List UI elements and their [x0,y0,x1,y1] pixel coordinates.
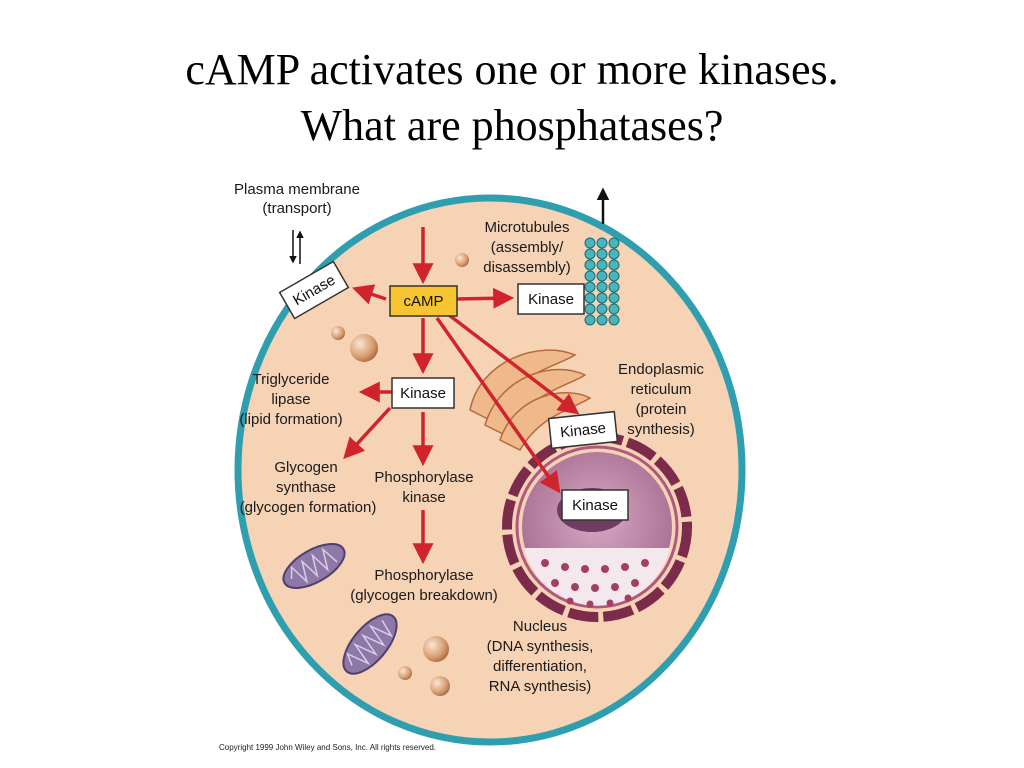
triglyceride-line-3: (lipid formation) [239,411,342,428]
kinase-box-nucleus: Kinase [561,489,629,521]
label-glycogen-synthase: Glycogen synthase (glycogen formation) [240,459,377,516]
triglyceride-line-1: Triglyceride [253,371,330,388]
slide-title: cAMP activates one or more kinases. What… [0,42,1024,154]
nucleus-line-4: RNA synthesis) [489,678,592,695]
kinase-box-center: Kinase [391,377,455,409]
er-line-1: Endoplasmic [618,361,704,378]
plasma-membrane-line-1: Plasma membrane [234,181,360,198]
title-line-2: What are phosphatases? [300,101,724,150]
glycogen-synthase-line-3: (glycogen formation) [240,499,377,516]
nucleus-organelle [502,432,692,622]
mitochondrion-upper [282,543,346,589]
copyright-text: Copyright 1999 John Wiley and Sons, Inc.… [219,743,436,752]
microtubules-line-1: Microtubules [484,219,569,236]
phosphorylase-kinase-line-1: Phosphorylase [374,469,473,486]
signal-arrows [343,227,580,565]
transport-arrows [289,230,304,264]
camp-box [389,285,458,317]
phosphorylase-line-2: (glycogen breakdown) [350,587,498,604]
label-plasma-membrane: Plasma membrane (transport) [234,181,360,217]
glycogen-synthase-line-2: synthase [276,479,336,496]
kinase-er-label: Kinase [559,420,606,442]
microtubules-strands [584,237,620,326]
label-phosphorylase: Phosphorylase (glycogen breakdown) [350,567,498,604]
er-line-2: reticulum [631,381,692,398]
label-nucleus: Nucleus (DNA synthesis, differentiation,… [487,618,594,695]
glycogen-synthase-line-1: Glycogen [274,459,337,476]
mitochondrion-lower [342,613,398,675]
triglyceride-line-2: lipase [271,391,310,408]
label-triglyceride: Triglyceride lipase (lipid formation) [239,371,342,428]
kinase-box-er: Kinase [547,410,619,450]
er-line-3: (protein [636,401,687,418]
label-microtubules: Microtubules (assembly/ disassembly) [483,219,571,276]
kinase-microtubules-label: Kinase [528,291,574,308]
kinase-center-label: Kinase [400,385,446,402]
microtubules-line-3: disassembly) [483,259,571,276]
kinase-nucleus-label: Kinase [572,497,618,514]
camp-label: cAMP [403,293,443,310]
nucleus-line-3: differentiation, [493,658,587,675]
phosphorylase-line-1: Phosphorylase [374,567,473,584]
plasma-membrane-line-2: (transport) [262,200,331,217]
microtubules-line-2: (assembly/ [491,239,564,256]
title-line-1: cAMP activates one or more kinases. [185,45,839,94]
label-phosphorylase-kinase: Phosphorylase kinase [374,469,473,506]
er-line-4: synthesis) [627,421,695,438]
vesicles [331,253,469,696]
kinase-box-microtubules: Kinase [517,283,585,315]
phosphorylase-kinase-line-2: kinase [402,489,445,506]
nucleus-line-1: Nucleus [513,618,567,635]
nucleus-line-2: (DNA synthesis, [487,638,594,655]
label-er: Endoplasmic reticulum (protein synthesis… [618,361,704,438]
